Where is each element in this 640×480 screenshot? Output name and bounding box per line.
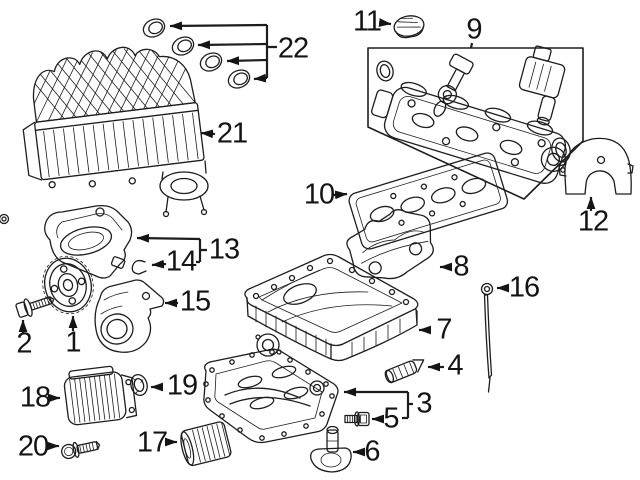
front-cover-drawing bbox=[44, 204, 133, 279]
callout-1-crankshaft-pulley: 1 bbox=[65, 326, 81, 359]
callout-17-oil-filter: 17 bbox=[136, 426, 168, 459]
callout-10-gasket: 10 bbox=[303, 178, 335, 211]
callout-3-lower-oil-pan: 3 bbox=[416, 387, 432, 420]
oil-filter-drawing bbox=[180, 421, 232, 467]
valve-cover-box bbox=[367, 47, 584, 200]
callout-4-tube: 4 bbox=[447, 349, 463, 382]
callout-2-pulley-bolt: 2 bbox=[16, 327, 32, 360]
callout-19-seal: 19 bbox=[166, 369, 198, 402]
camshaft-sensor-drawing bbox=[433, 53, 474, 117]
callout-12-timing-cover: 12 bbox=[577, 205, 609, 238]
callout-8-bearing-bracket: 8 bbox=[453, 250, 469, 283]
upper-oil-pan-drawing bbox=[244, 253, 419, 362]
callout-15-housing: 15 bbox=[179, 285, 211, 318]
oil-cooler-drawing bbox=[63, 365, 138, 426]
cooler-seal-drawing bbox=[130, 373, 148, 397]
intake-manifold-drawing bbox=[0, 39, 209, 225]
valve-cover-gasket-drawing bbox=[348, 152, 509, 250]
callout-bracket-13-14 bbox=[136, 233, 207, 269]
dipstick-drawing bbox=[480, 282, 494, 393]
sealing-caps-drawing bbox=[142, 18, 251, 89]
callout-20-bolt: 20 bbox=[17, 430, 49, 463]
crankshaft-pulley-drawing bbox=[42, 255, 94, 315]
bearing-bracket-drawing bbox=[346, 209, 434, 280]
oil-pickup-tube-drawing bbox=[384, 359, 425, 384]
drain-bolt-drawing bbox=[344, 411, 370, 427]
cooler-bolt-drawing bbox=[61, 440, 101, 460]
callout-6-oil-level-sensor: 6 bbox=[364, 435, 380, 468]
pulley-bolt-drawing bbox=[15, 296, 55, 318]
callout-11-oil-filler-cap: 11 bbox=[352, 5, 382, 38]
oil-filler-cap-drawing bbox=[393, 15, 425, 39]
callout-7-upper-oil-pan: 7 bbox=[436, 313, 452, 346]
callout-22-sealing-caps: 22 bbox=[277, 32, 309, 65]
callout-line-9 bbox=[469, 42, 474, 49]
callout-bracket-3-5 bbox=[343, 387, 413, 424]
timing-cover-drawing bbox=[558, 137, 634, 195]
callout-9-valve-cover: 9 bbox=[466, 13, 482, 46]
ignition-coil-drawing bbox=[518, 45, 566, 126]
callout-arrow-11 bbox=[378, 18, 392, 27]
pump-housing-drawing bbox=[94, 279, 165, 353]
callout-arrow-21 bbox=[200, 129, 216, 139]
lower-oil-pan-drawing bbox=[203, 348, 339, 444]
callout-13-front-cover: 13 bbox=[208, 233, 240, 266]
callout-21-intake-manifold: 21 bbox=[216, 117, 248, 150]
callout-arrow-10 bbox=[332, 190, 348, 200]
clip-drawing bbox=[131, 259, 147, 275]
valve-cover-drawing bbox=[371, 45, 571, 184]
callout-arrow-22 bbox=[169, 21, 277, 83]
oil-level-sensor-drawing bbox=[310, 425, 352, 473]
callout-18-oil-cooler: 18 bbox=[19, 381, 51, 414]
callout-14-clip: 14 bbox=[165, 245, 197, 278]
callout-16-dipstick: 16 bbox=[508, 271, 540, 304]
callout-5-drain-bolt: 5 bbox=[383, 402, 399, 435]
